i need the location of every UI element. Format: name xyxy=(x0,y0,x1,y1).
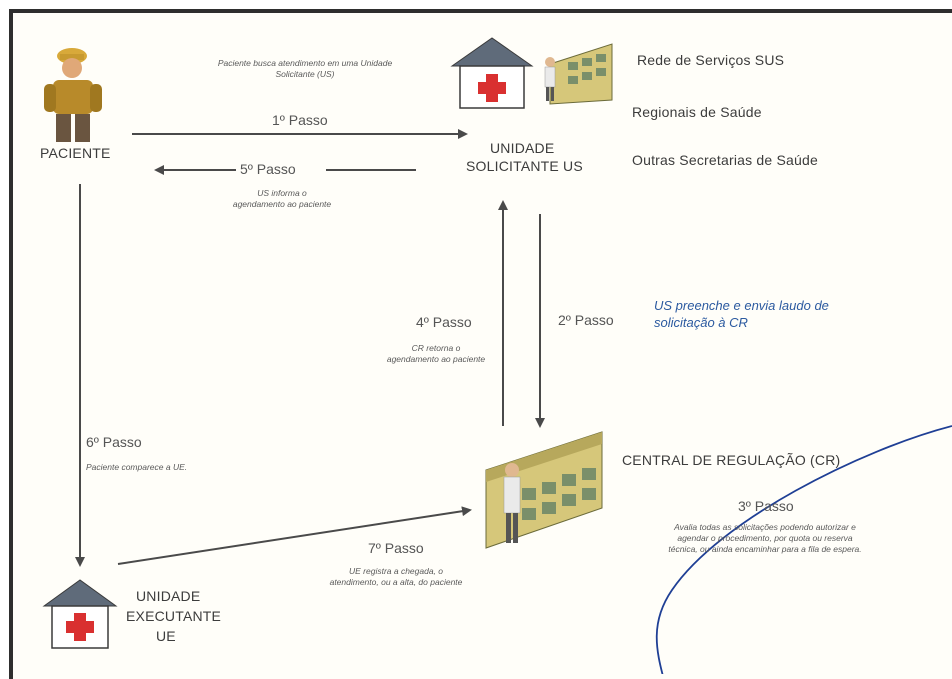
node-ue-line1: UNIDADE xyxy=(136,588,201,604)
us-control-room-icon xyxy=(544,43,613,105)
step-1-note: Paciente busca atendimento em uma Unidad… xyxy=(217,58,393,79)
node-central-regulacao: CENTRAL DE REGULAÇÃO (CR) xyxy=(622,452,841,468)
node-paciente: PACIENTE xyxy=(40,145,111,161)
step-6-note: Paciente comparece a UE. xyxy=(86,462,188,472)
step-3-note: Avalia todas as solicitações podendo aut… xyxy=(668,522,862,554)
step-4-note: CR retorna o agendamento ao paciente xyxy=(386,343,486,364)
network-item-regionais: Regionais de Saúde xyxy=(632,104,762,120)
node-us-line1: UNIDADE xyxy=(490,140,555,156)
step-7-label: 7º Passo xyxy=(368,540,424,556)
step-5-label: 5º Passo xyxy=(240,161,296,177)
us-house-icon xyxy=(450,37,534,109)
step-3-label: 3º Passo xyxy=(738,498,794,514)
step-1-label: 1º Passo xyxy=(272,112,328,128)
patient-figure-icon xyxy=(44,48,102,142)
diagram-frame xyxy=(9,9,952,679)
step-4-label: 4º Passo xyxy=(416,314,472,330)
network-item-secretarias: Outras Secretarias de Saúde xyxy=(632,152,818,168)
ue-house-icon xyxy=(42,579,118,649)
step-5-note: US informa o agendamento ao paciente xyxy=(232,188,332,209)
step-2-note: US preenche e envia laudo de solicitação… xyxy=(654,298,829,330)
cr-control-room-icon xyxy=(485,431,603,549)
node-ue-line3: UE xyxy=(156,628,176,644)
pen-signature-stroke xyxy=(655,425,952,674)
arrow-step-7 xyxy=(117,506,472,565)
step-6-label: 6º Passo xyxy=(86,434,142,450)
step-2-label: 2º Passo xyxy=(558,312,614,328)
node-us-line2: SOLICITANTE US xyxy=(466,158,583,174)
node-ue-line2: EXECUTANTE xyxy=(126,608,222,624)
network-item-sus: Rede de Serviços SUS xyxy=(637,52,785,68)
step-7-note: UE registra a chegada, o atendimento, ou… xyxy=(329,566,463,587)
